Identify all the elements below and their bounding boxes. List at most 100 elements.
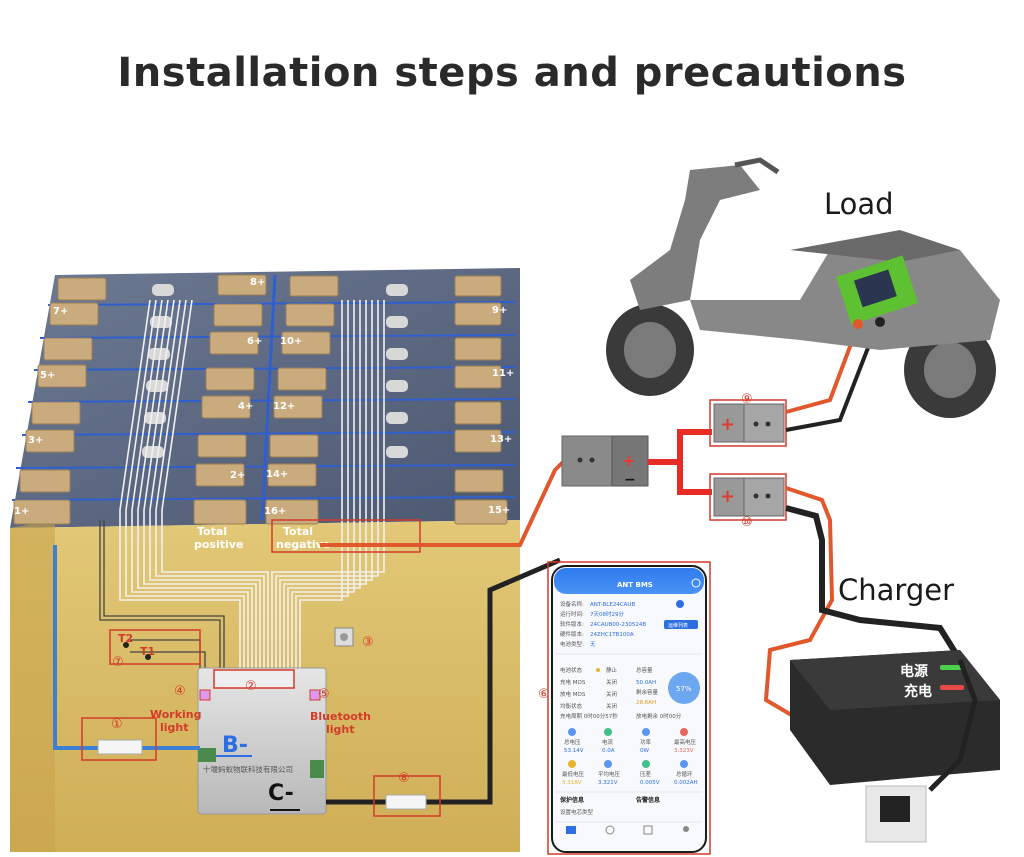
app-rows-1-v: 7天08时29分 xyxy=(590,610,624,618)
labels-total_negative-1: negative xyxy=(276,538,330,551)
cell-label-2: 2+ xyxy=(230,470,245,481)
cell-label-8: 8+ xyxy=(250,277,265,288)
cell-label-16: 16+ xyxy=(264,506,286,517)
total-negative-label: Total negative xyxy=(271,519,421,553)
bms-board: 十堰蚂蚁物联科技有限公司 xyxy=(197,667,327,815)
app-grid-6-k: 压差 xyxy=(640,770,652,778)
app-grid-0-v: 53.14V xyxy=(564,748,584,754)
step-6: ⑥ xyxy=(538,687,550,702)
app-alarm: 告警信息 xyxy=(636,796,660,804)
app-nav-records-icon[interactable] xyxy=(643,825,653,835)
t2-label: T2 xyxy=(118,632,133,645)
step-2: ② xyxy=(245,679,257,694)
app-protect: 保护信息 xyxy=(559,796,584,804)
app-rows-4-v: 无 xyxy=(590,641,596,648)
cell-label-5: 5+ xyxy=(40,370,55,381)
app-protect_item: 设置电芯类型 xyxy=(560,808,594,816)
app-status-1-v: 关闭 xyxy=(606,678,617,686)
cell-label-12: 12+ xyxy=(273,401,295,412)
bluetooth-light-label: Bluetooth light xyxy=(310,710,371,736)
app-status-2-v: 关闭 xyxy=(606,690,617,698)
labels-working_light-0: Working xyxy=(150,708,202,721)
temp-sensors: T2 T1 xyxy=(109,629,201,665)
cell-label-4: 4+ xyxy=(238,401,253,412)
app-rows-0-k: 设备名称: xyxy=(560,600,584,608)
svg-text:+: + xyxy=(720,486,735,507)
cell-label-15: 15+ xyxy=(488,505,510,516)
app-nav-settings-icon[interactable] xyxy=(605,825,615,835)
split-cable xyxy=(648,429,712,495)
cell-label-9: 9+ xyxy=(492,305,507,316)
app-nav-home-icon[interactable] xyxy=(566,826,576,834)
cell-label-3: 3+ xyxy=(28,435,43,446)
app-soc: 57% xyxy=(676,685,692,693)
working-light-label: Working light xyxy=(150,708,202,734)
cell-vents xyxy=(142,284,408,458)
app-rows-0-v: ANT-BLE24CAUB xyxy=(590,602,635,608)
app-rows-2-v: 24CAUB00-230524B xyxy=(590,622,646,628)
charger-illustration: 电源 充电 xyxy=(790,650,1000,843)
bms-company-text: 十堰蚂蚁物联科技有限公司 xyxy=(203,764,293,774)
app-remaining_title: 剩余容量 xyxy=(636,688,659,696)
charge-led xyxy=(940,685,964,690)
app-grid-4-v: 3.318V xyxy=(562,780,582,786)
app-grid-1-v: 0.0A xyxy=(602,748,615,754)
svg-text:−: − xyxy=(624,472,636,488)
load-label: Load xyxy=(824,187,894,221)
step-10: ⑩ xyxy=(741,515,753,530)
step-4: ④ xyxy=(174,684,186,699)
phone-app: ANT BMS 设备名称: ANT-BLE24CAUB 运行时间: 7天08时2… xyxy=(547,561,711,855)
app-capacity_title: 总容量 xyxy=(636,666,653,674)
charger-label: Charger xyxy=(838,573,954,607)
step-5: ⑤ xyxy=(318,687,330,702)
app-status-0-v: 静止 xyxy=(606,666,618,674)
app-info-rows: 设备名称: ANT-BLE24CAUB 运行时间: 7天08时29分 软件版本:… xyxy=(560,600,646,648)
labels-working_light-1: light xyxy=(160,721,189,734)
charger-charge-text: 充电 xyxy=(904,683,932,700)
app-status: 电池状态 静止 充电 MOS 关闭 放电 MOS 关闭 均衡状态 关闭 xyxy=(560,666,618,710)
app-status-0-k: 电池状态 xyxy=(560,666,583,674)
balance-wires xyxy=(119,299,385,668)
b-minus-label: B- xyxy=(222,733,248,758)
step-8-box xyxy=(373,775,441,817)
step-1-box xyxy=(81,717,157,761)
svg-text:+: + xyxy=(720,414,735,435)
app-header: ANT BMS xyxy=(617,581,653,589)
app-grid-5-k: 平均电压 xyxy=(598,770,621,778)
app-maintenance-button[interactable] xyxy=(664,620,698,629)
cell-label-7: 7+ xyxy=(53,306,68,317)
cell-label-14: 14+ xyxy=(266,469,288,480)
app-status-3-v: 关闭 xyxy=(606,702,617,710)
app-grid-7-k: 总循环 xyxy=(676,770,693,778)
app-grid-6-v: 0.005V xyxy=(640,780,660,786)
labels-bluetooth_light-0: Bluetooth xyxy=(310,710,371,723)
app-rows-2-k: 软件版本: xyxy=(560,620,584,628)
charger-connector: + xyxy=(709,473,787,521)
app-remaining: 28.6AH xyxy=(636,700,656,706)
cell-label-1: 1+ xyxy=(14,506,29,517)
page-title: Installation steps and precautions xyxy=(117,50,907,96)
battery-pack xyxy=(10,268,520,852)
app-cycle_right: 放电剩余 0时00分 xyxy=(636,712,682,720)
app-grid-2-k: 功率 xyxy=(640,738,652,746)
app-grid-3-k: 最高电压 xyxy=(674,738,697,746)
charger-power-text: 电源 xyxy=(900,663,928,680)
bluetooth-module xyxy=(334,627,354,647)
labels-total_positive-0: Total xyxy=(197,525,227,538)
app-grid-2-v: 0W xyxy=(640,748,649,754)
cell-label-10: 10+ xyxy=(280,336,302,347)
labels-total_positive-1: positive xyxy=(194,538,243,551)
labels-total_negative-0: Total xyxy=(283,525,313,538)
step-1: ① xyxy=(111,717,123,732)
app-cycle_left: 充电周期 0时00分57秒 xyxy=(560,712,618,720)
load-connector: + xyxy=(709,399,787,447)
step-8: ⑧ xyxy=(398,771,410,786)
step-7: ⑦ xyxy=(112,655,124,670)
app-capacity: 50.0AH xyxy=(636,680,656,686)
app-grid-7-v: 0.002AH xyxy=(674,780,698,786)
app-grid-5-v: 3.321V xyxy=(598,780,618,786)
power-led xyxy=(940,665,964,670)
svg-text:+: + xyxy=(622,451,635,470)
app-nav-user-icon[interactable] xyxy=(683,826,689,832)
app-button: 运维列表 xyxy=(668,622,688,629)
